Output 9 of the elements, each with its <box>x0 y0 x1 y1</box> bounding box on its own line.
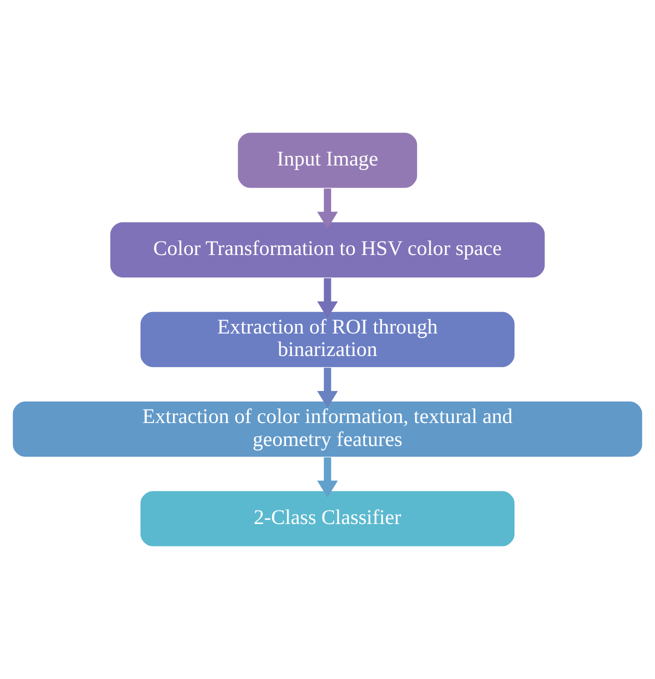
arrow <box>317 457 338 498</box>
node-box: Input Image <box>236 132 418 189</box>
arrow <box>317 278 338 318</box>
node-box: Extraction of ROI through binarization <box>139 310 516 368</box>
arrow <box>317 368 338 408</box>
node-box: 2-Class Classifier <box>139 490 516 548</box>
node-box: Extraction of color information, textural and geometry features <box>12 400 644 458</box>
arrow <box>317 188 338 229</box>
node-box: Color Transformation to HSV color space <box>109 221 546 279</box>
